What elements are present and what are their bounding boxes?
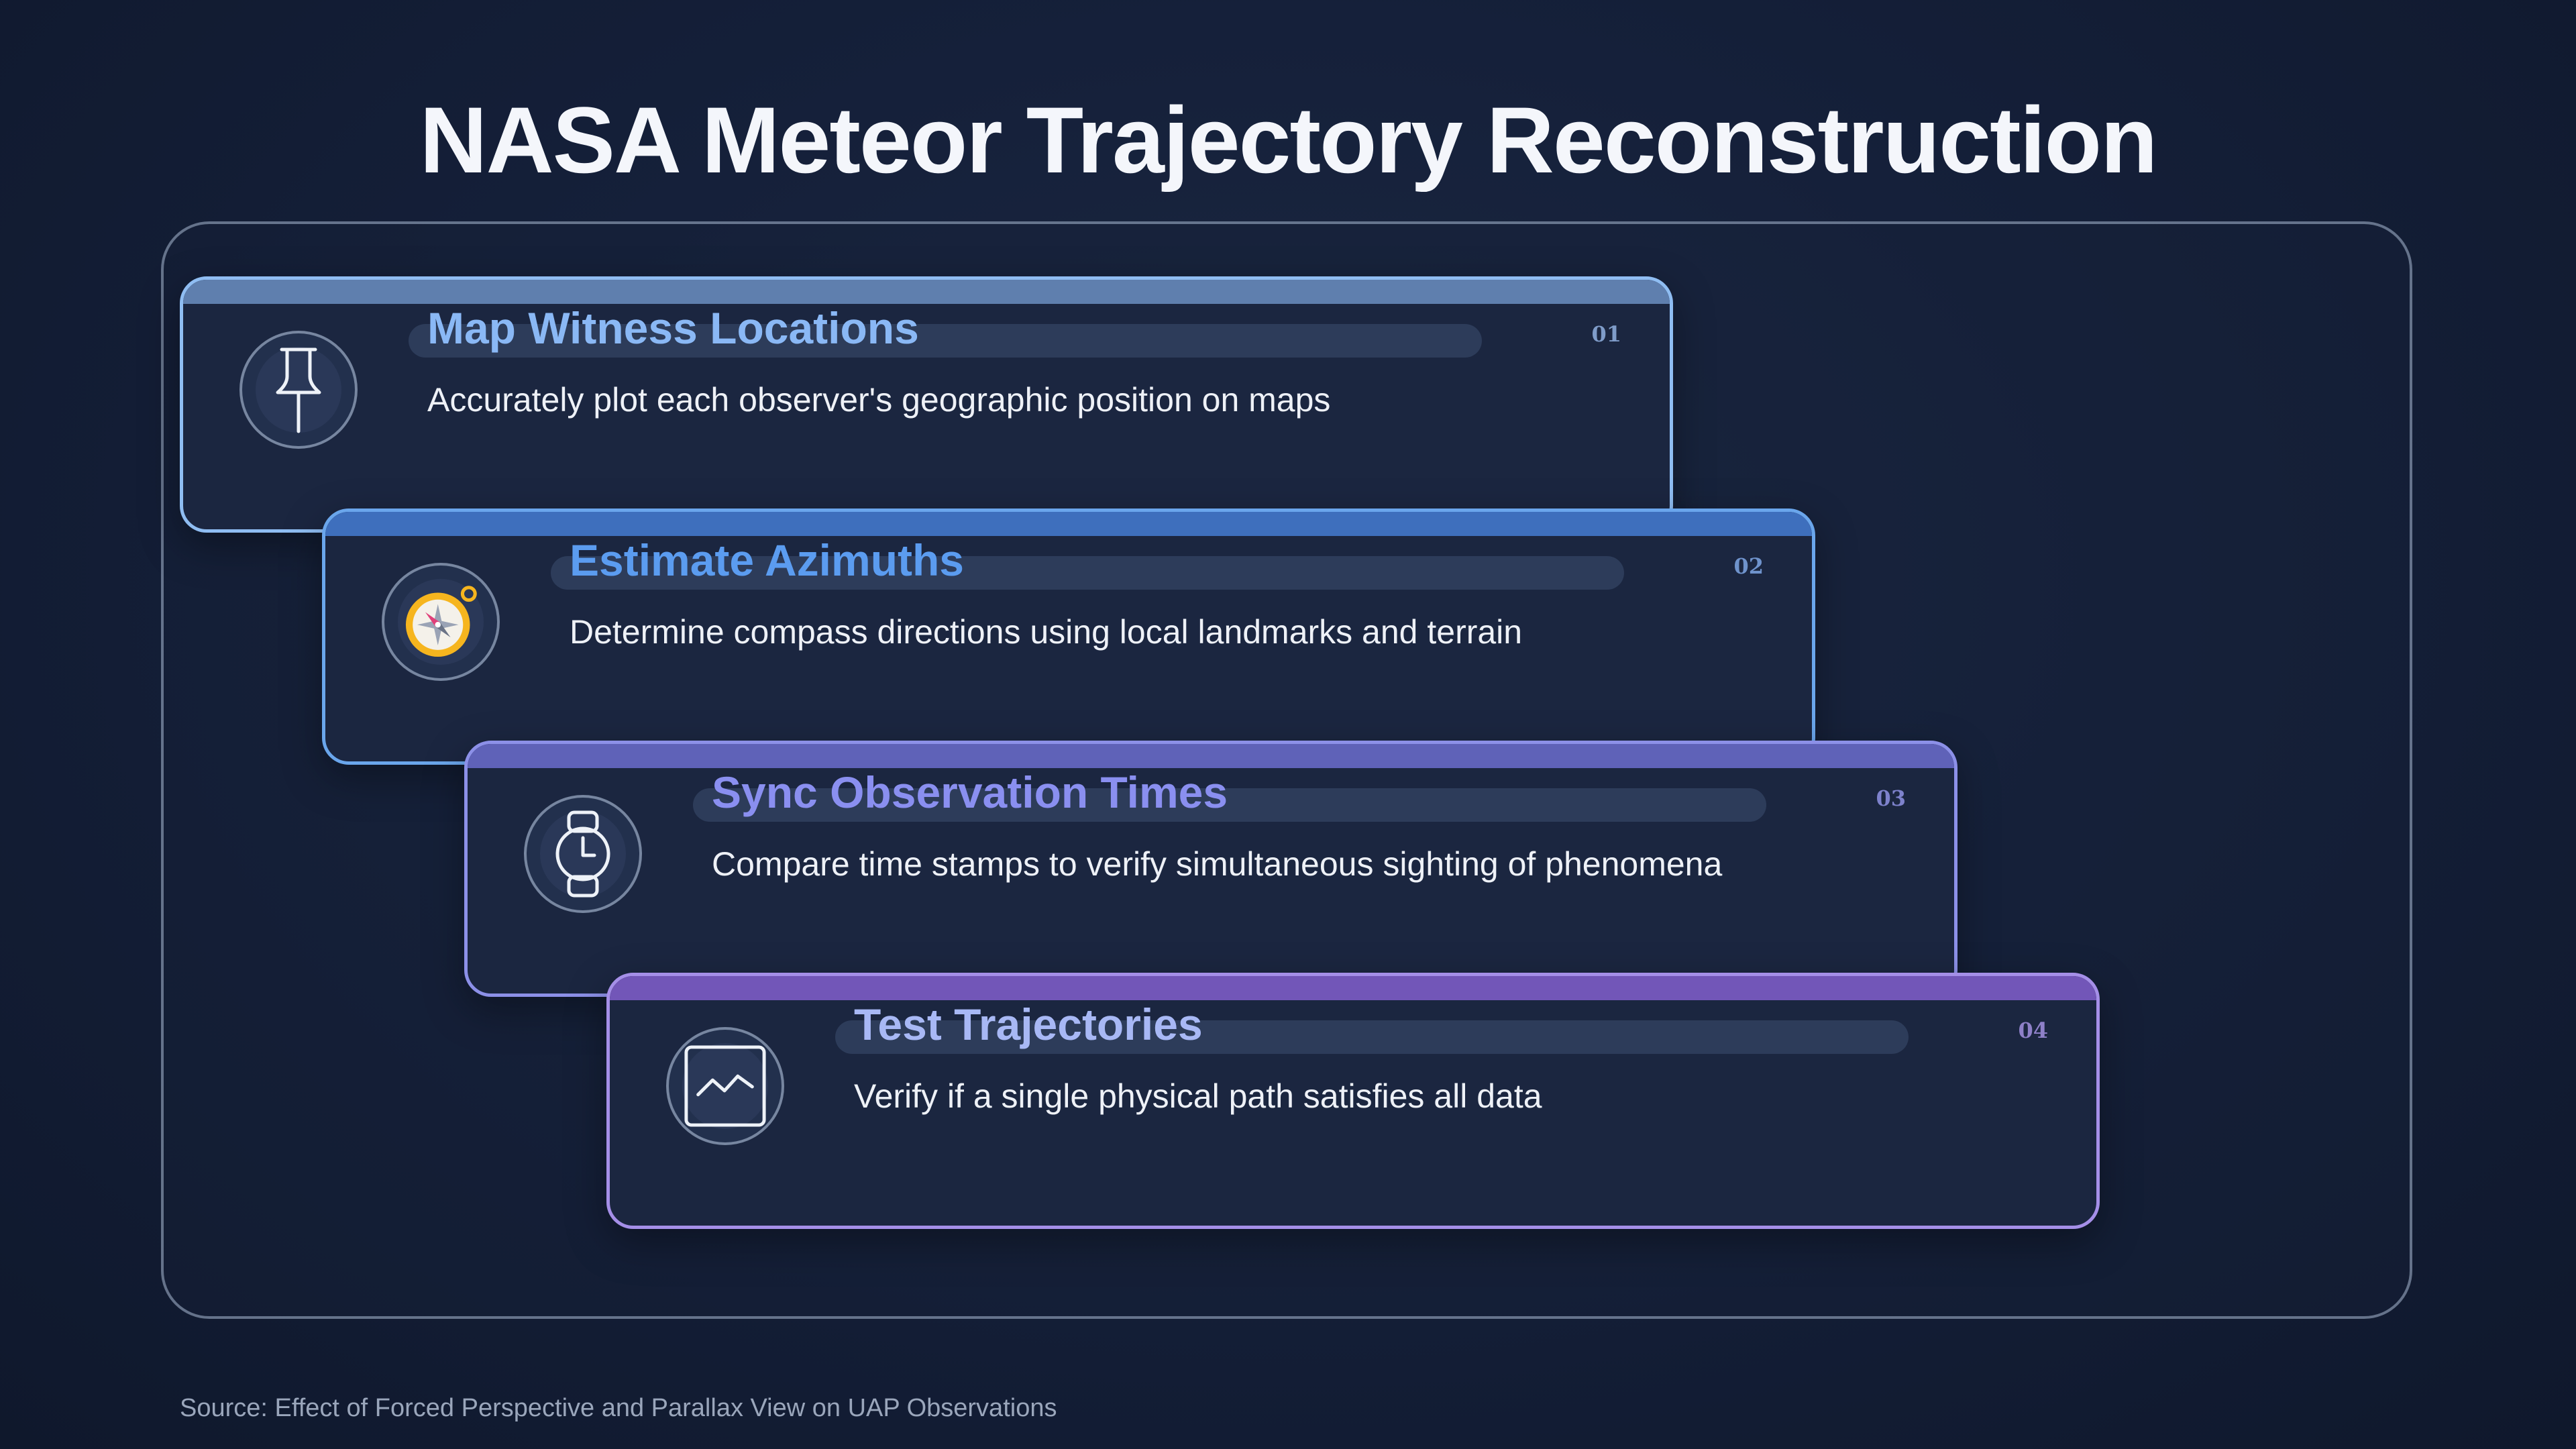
step-description: Compare time stamps to verify simultaneo… <box>712 845 1723 883</box>
title-track <box>835 1020 1909 1054</box>
watch-icon <box>555 810 610 898</box>
step-card-map-witness-locations: Map Witness Locations Accurately plot ea… <box>180 276 1673 533</box>
step-title: Sync Observation Times <box>712 767 1228 817</box>
step-title: Test Trajectories <box>854 1000 1203 1049</box>
step-header-bar <box>183 280 1670 304</box>
title-track <box>693 788 1766 822</box>
step-number: 02 <box>1733 553 1764 579</box>
step-description: Accurately plot each observer's geograph… <box>427 381 1331 419</box>
step-header-bar <box>325 512 1812 536</box>
chart-line-icon <box>684 1045 766 1127</box>
step-icon-circle <box>666 1027 784 1145</box>
step-header-bar <box>610 976 2096 1000</box>
step-number: 03 <box>1876 786 1906 811</box>
step-icon-circle <box>239 331 358 449</box>
step-card-estimate-azimuths: Estimate Azimuths Determine compass dire… <box>322 508 1815 765</box>
title-track <box>409 324 1482 358</box>
step-card-sync-observation-times: Sync Observation Times Compare time stam… <box>464 741 1957 997</box>
title-track <box>551 556 1624 590</box>
step-icon-circle <box>524 795 642 913</box>
step-icon-circle <box>382 563 500 681</box>
step-number: 01 <box>1591 321 1621 347</box>
step-title: Estimate Azimuths <box>570 535 965 585</box>
compass-icon <box>405 586 477 657</box>
step-card-test-trajectories: Test Trajectories Verify if a single phy… <box>606 973 2100 1229</box>
pushpin-icon <box>276 347 321 433</box>
source-caption: Source: Effect of Forced Perspective and… <box>180 1394 1057 1422</box>
step-header-bar <box>468 744 1954 768</box>
step-description: Determine compass directions using local… <box>570 613 1523 651</box>
step-title: Map Witness Locations <box>427 303 919 353</box>
step-number: 04 <box>2018 1018 2048 1043</box>
page-title: NASA Meteor Trajectory Reconstruction <box>419 87 2157 193</box>
step-description: Verify if a single physical path satisfi… <box>854 1077 1542 1115</box>
